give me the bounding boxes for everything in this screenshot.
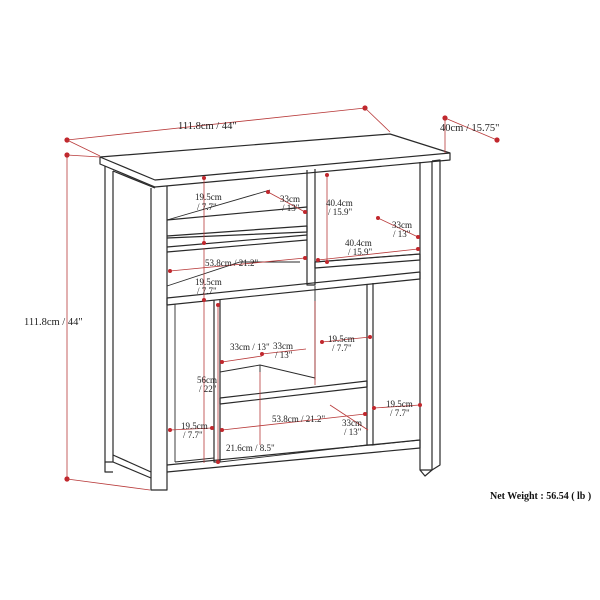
- label-line: / 7.7": [332, 343, 352, 353]
- label-line: / 7.7": [197, 286, 217, 296]
- middle-left-shelf: [166, 234, 308, 253]
- mid-left-height-label: 19.5cm / 7.7": [195, 277, 222, 296]
- top-surface: [99, 133, 451, 158]
- upper-left-height-label: 19.5cm / 7.7": [195, 192, 222, 212]
- center-depth-label: 33cm / 13": [273, 341, 293, 360]
- label-line: / 7.7": [197, 202, 217, 212]
- label-line: / 13": [275, 350, 293, 360]
- right-front-stile: [419, 161, 433, 471]
- upper-left-shelf: [166, 206, 308, 239]
- bottom-rail: [166, 439, 421, 473]
- label-line: 33cm: [273, 341, 293, 351]
- label-line: 40.4cm: [326, 198, 353, 208]
- label-line: / 15.9": [348, 247, 373, 257]
- bookcase-outline: [99, 133, 451, 491]
- label-line: 19.5cm: [195, 192, 222, 202]
- dimension-lines: [64, 105, 500, 491]
- label-line: / 13": [393, 229, 411, 239]
- label-line: 40.4cm: [345, 238, 372, 248]
- upper-left-depth-label: 33cm / 13": [280, 194, 300, 213]
- lower-right-partition: [366, 283, 374, 446]
- lower-height-label: 56cm / 22": [197, 375, 217, 394]
- bottom-width-label: 21.6cm / 8.5": [226, 443, 275, 453]
- net-weight-label: Net Weight : 56.54 ( lb ): [490, 491, 591, 502]
- label-line: 56cm: [197, 375, 217, 385]
- label-line: 19.5cm: [386, 399, 413, 409]
- label-line: / 7.7": [183, 430, 203, 440]
- label-line: 19.5cm: [195, 277, 222, 287]
- label-line: 19.5cm: [328, 334, 355, 344]
- lower-center-shelf: [219, 380, 368, 405]
- label-line: 33cm: [392, 220, 412, 230]
- center-left-depth-label: 33cm / 13": [230, 342, 270, 352]
- upper-right-depth-label: 33cm / 13": [392, 220, 412, 239]
- lower-right-height-label: 19.5cm / 7.7": [386, 399, 413, 418]
- label-line: / 15.9": [328, 207, 353, 217]
- label-line: 19.5cm: [181, 421, 208, 431]
- lower-left-height-label: 19.5cm / 7.7": [181, 421, 208, 440]
- left-front-stile: [150, 186, 168, 491]
- label-line: / 22": [199, 384, 217, 394]
- label-line: / 13": [344, 427, 362, 437]
- lower-width-label: 53.8cm / 21.2": [272, 414, 325, 424]
- left-side-panel: [104, 166, 114, 463]
- upper-partition: [306, 169, 316, 286]
- center-right-height-label: 19.5cm / 7.7": [328, 334, 355, 353]
- label-line: / 7.7": [390, 408, 410, 418]
- width-label: 111.8cm / 44": [178, 121, 237, 132]
- middle-width-label: 53.8cm / 21.2": [205, 258, 258, 268]
- label-line: 33cm: [342, 418, 362, 428]
- label-line: / 13": [282, 203, 300, 213]
- middle-right-width-label: 40.4cm / 15.9": [345, 238, 373, 257]
- middle-shelf: [166, 271, 421, 306]
- depth-label: 40cm / 15.75": [440, 123, 499, 134]
- upper-right-height-label: 40.4cm / 15.9": [326, 198, 353, 217]
- lower-depth-label: 33cm / 13": [342, 418, 362, 437]
- height-label: 111.8cm / 44": [24, 317, 83, 328]
- top-board: [99, 152, 451, 188]
- label-line: 33cm: [280, 194, 300, 204]
